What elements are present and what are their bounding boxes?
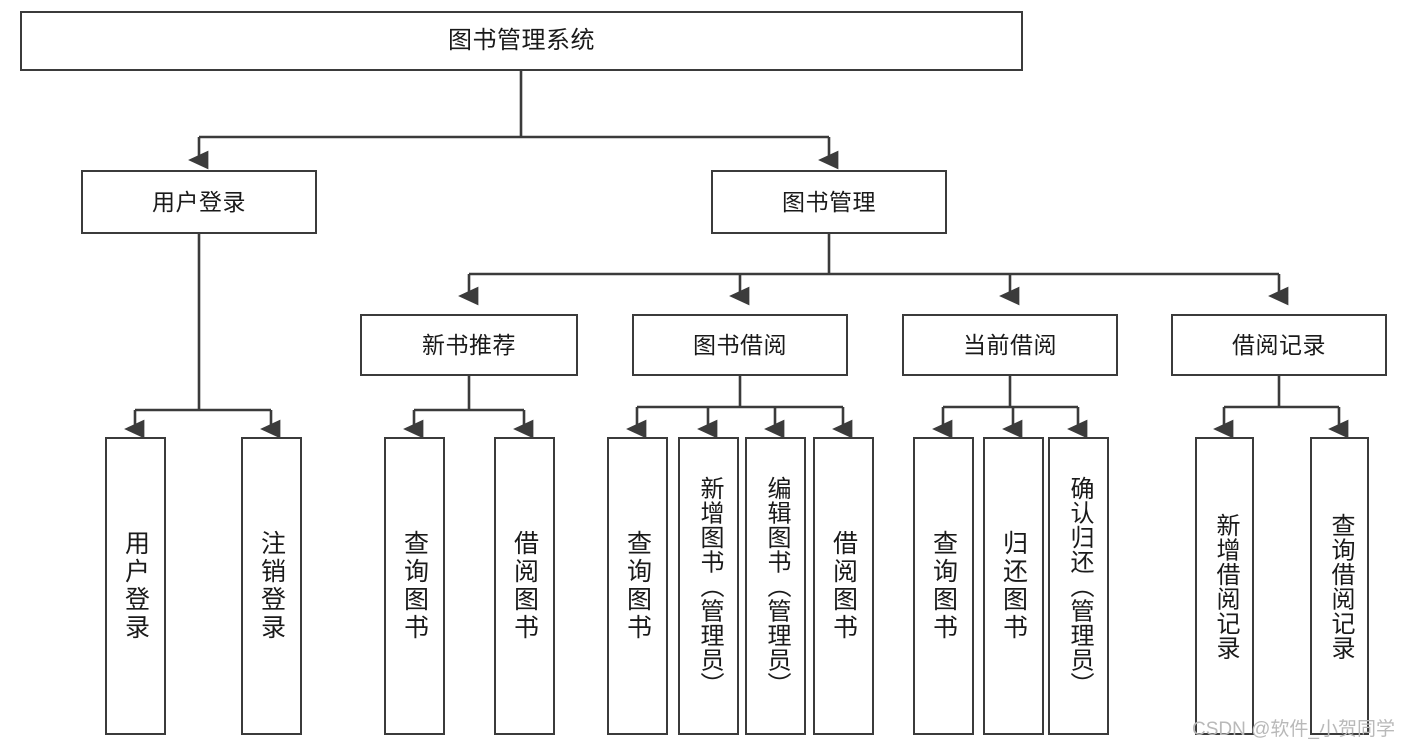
node-leaf-query-book-3[interactable]: 查询图书	[913, 437, 974, 735]
node-leaf-add-book[interactable]: 新增图书（管理员）	[678, 437, 739, 735]
node-label: 确认归还（管理员）	[1065, 475, 1093, 697]
node-current-borrow[interactable]: 当前借阅	[902, 314, 1118, 376]
node-book-borrow[interactable]: 图书借阅	[632, 314, 848, 376]
node-label: 用户登录	[121, 530, 150, 642]
node-leaf-add-record[interactable]: 新增借阅记录	[1195, 437, 1254, 735]
node-label: 借阅图书	[510, 530, 539, 642]
watermark-text: CSDN @软件_小贺同学	[1192, 719, 1395, 740]
node-root-book-management-system[interactable]: 图书管理系统	[20, 11, 1023, 71]
node-label: 查询图书	[929, 530, 958, 642]
node-label: 图书管理系统	[448, 27, 595, 55]
node-label: 查询图书	[400, 530, 429, 642]
node-leaf-return-book[interactable]: 归还图书	[983, 437, 1044, 735]
node-leaf-logout[interactable]: 注销登录	[241, 437, 302, 735]
node-label: 新增图书（管理员）	[695, 475, 723, 697]
node-label: 归还图书	[999, 530, 1028, 642]
node-borrow-record[interactable]: 借阅记录	[1171, 314, 1387, 376]
node-leaf-query-book-1[interactable]: 查询图书	[384, 437, 445, 735]
node-label: 图书借阅	[693, 331, 787, 358]
node-label: 当前借阅	[963, 331, 1057, 358]
node-new-book-recommend[interactable]: 新书推荐	[360, 314, 578, 376]
node-label: 借阅图书	[829, 530, 858, 642]
node-leaf-query-record[interactable]: 查询借阅记录	[1310, 437, 1369, 735]
node-leaf-borrow-book-1[interactable]: 借阅图书	[494, 437, 555, 735]
node-label: 编辑图书（管理员）	[762, 475, 790, 697]
node-leaf-user-login[interactable]: 用户登录	[105, 437, 166, 735]
node-label: 新书推荐	[422, 331, 516, 358]
node-leaf-confirm-return[interactable]: 确认归还（管理员）	[1048, 437, 1109, 735]
node-label: 用户登录	[152, 188, 246, 215]
node-leaf-borrow-book-2[interactable]: 借阅图书	[813, 437, 874, 735]
node-leaf-edit-book[interactable]: 编辑图书（管理员）	[745, 437, 806, 735]
node-book-management[interactable]: 图书管理	[711, 170, 947, 234]
node-label: 借阅记录	[1232, 331, 1326, 358]
node-user-login[interactable]: 用户登录	[81, 170, 317, 234]
node-label: 图书管理	[782, 188, 876, 215]
node-label: 注销登录	[257, 530, 286, 642]
node-leaf-query-book-2[interactable]: 查询图书	[607, 437, 668, 735]
node-label: 新增借阅记录	[1211, 512, 1239, 660]
node-label: 查询图书	[623, 530, 652, 642]
node-label: 查询借阅记录	[1326, 512, 1354, 660]
